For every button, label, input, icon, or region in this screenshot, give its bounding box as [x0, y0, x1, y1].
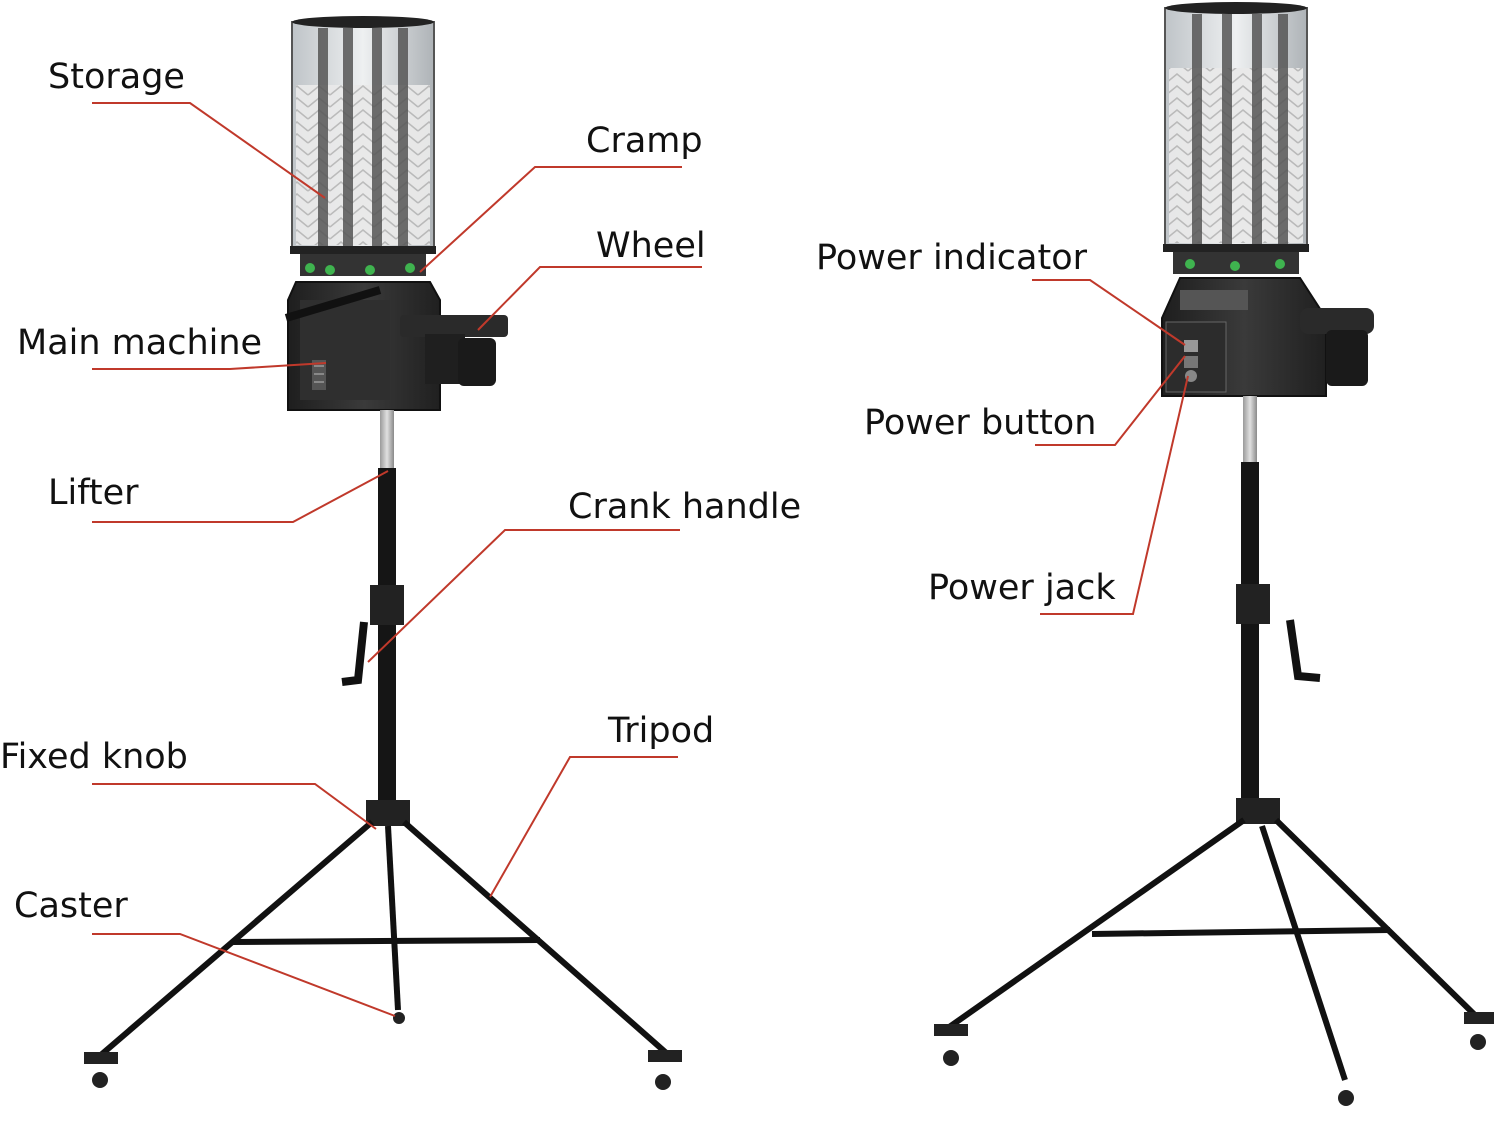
label-wheel: Wheel — [596, 226, 706, 266]
left-crank-assembly — [341, 585, 404, 686]
leader-caster — [92, 933, 396, 1017]
right-feeder-base — [1173, 252, 1299, 274]
left-tripod — [93, 819, 674, 1063]
label-fixed-knob: Fixed knob — [0, 737, 188, 777]
right-tripod — [943, 817, 1483, 1081]
leader-storage — [92, 102, 326, 199]
right-machine — [934, 2, 1494, 1106]
label-power-button: Power button — [864, 403, 1097, 443]
label-crank-handle: Crank handle — [568, 487, 802, 527]
label-main-machine: Main machine — [17, 323, 263, 363]
leader-main-machine — [92, 362, 327, 370]
left-stand-tube — [378, 468, 396, 808]
right-storage-tube — [1163, 2, 1309, 252]
label-power-indicator: Power indicator — [816, 238, 1088, 278]
leader-power-jack — [1040, 375, 1189, 615]
right-stand-tube — [1241, 462, 1259, 802]
left-wheel-unit — [400, 315, 508, 386]
left-feeder-base — [300, 254, 426, 276]
leader-wheel — [477, 266, 702, 331]
label-lifter: Lifter — [48, 473, 139, 513]
label-storage: Storage — [48, 57, 185, 97]
left-fixed-knob-collar — [366, 800, 410, 826]
left-storage-tube — [290, 16, 436, 254]
leader-crank-handle — [367, 529, 680, 663]
label-tripod: Tripod — [608, 711, 715, 751]
label-cramp: Cramp — [586, 121, 703, 161]
left-machine — [84, 16, 682, 1090]
left-lifter-pole — [380, 410, 394, 470]
label-caster: Caster — [14, 886, 128, 926]
leader-tripod — [489, 756, 678, 898]
label-power-jack: Power jack — [928, 568, 1116, 608]
leader-fixed-knob — [92, 783, 377, 830]
left-casters — [84, 1012, 682, 1090]
leader-lifter — [92, 470, 389, 523]
left-main-machine-body — [284, 281, 441, 411]
leader-power-indicator — [1032, 279, 1186, 346]
leader-cramp — [419, 166, 682, 273]
right-wheel-unit — [1300, 308, 1374, 386]
right-crank-assembly — [1236, 584, 1321, 682]
right-lifter-pole — [1243, 396, 1257, 466]
leader-power-button — [1035, 355, 1186, 446]
right-casters — [934, 1012, 1494, 1106]
leader-lines — [92, 102, 1189, 1017]
